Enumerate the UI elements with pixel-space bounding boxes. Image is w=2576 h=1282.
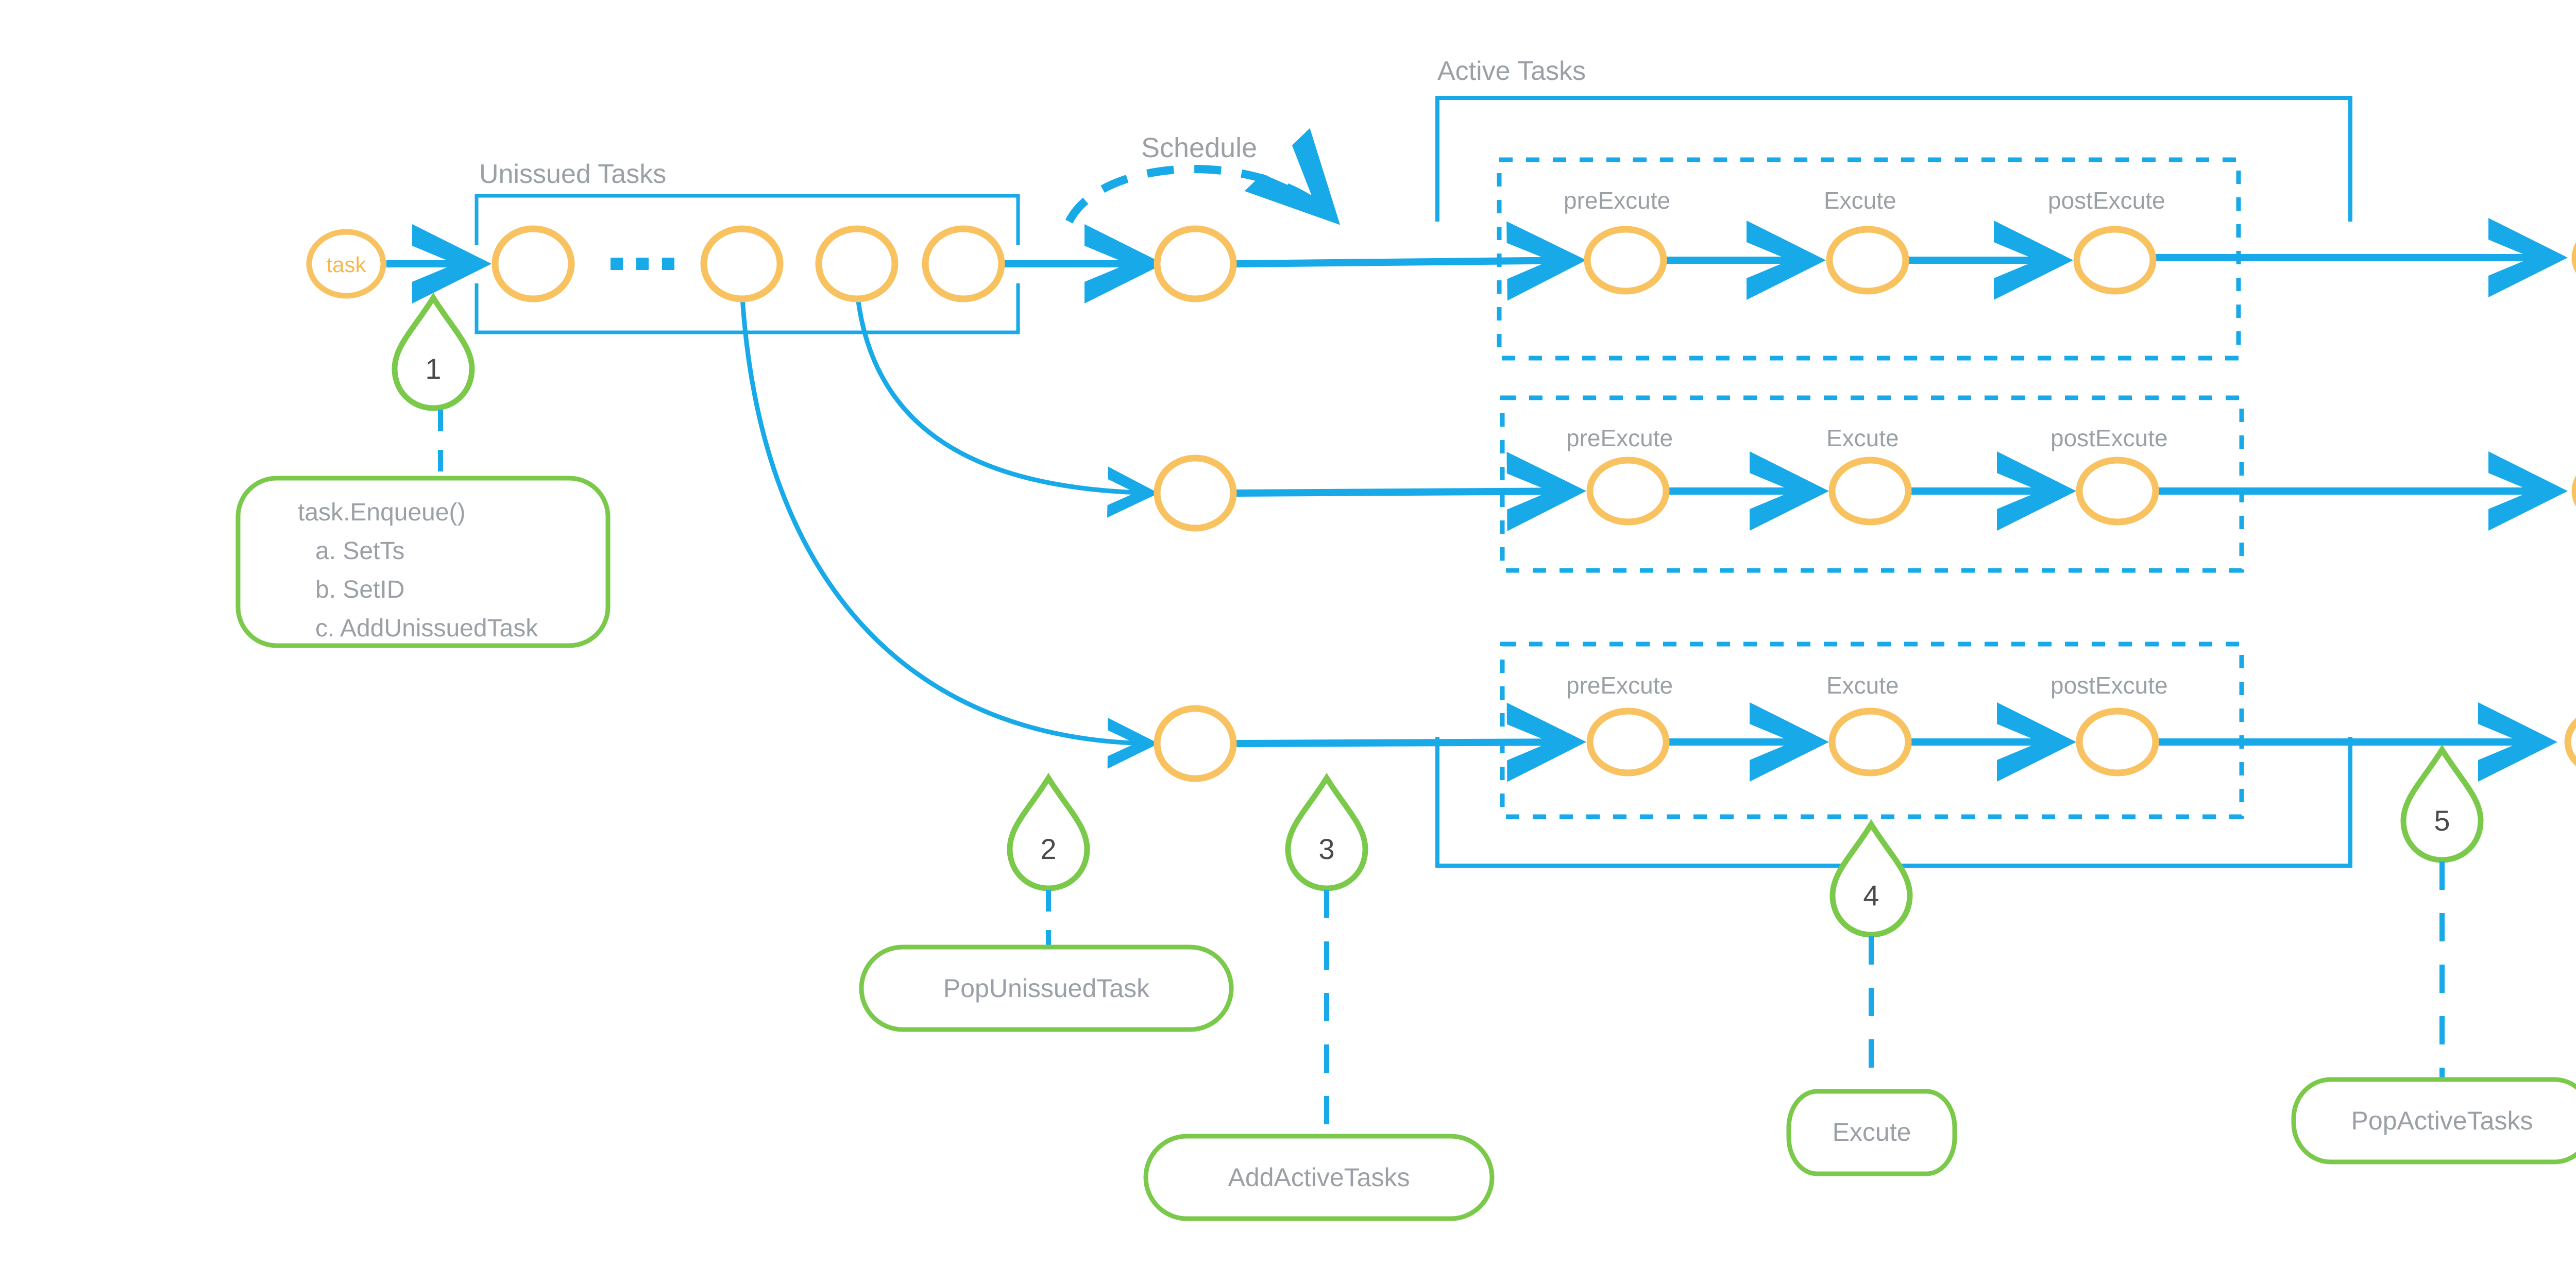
edge-queue-to-row3 xyxy=(739,288,1159,769)
callout-enqueue-box[interactable] xyxy=(235,476,611,648)
node-row1-preexcute[interactable] xyxy=(1584,226,1667,295)
marker-pin-5-number: 5 xyxy=(2434,804,2450,837)
marker-pin-3[interactable]: 3 xyxy=(1285,772,1368,891)
node-row2-excute[interactable] xyxy=(1828,457,1912,526)
marker-pin-5[interactable]: 5 xyxy=(2400,744,2484,863)
label-row1-excute: Excute xyxy=(1824,187,1896,214)
node-row1-excute[interactable] xyxy=(1826,226,1909,295)
marker-pin-3-number: 3 xyxy=(1318,833,1334,865)
node-scheduled-row3[interactable] xyxy=(1154,705,1237,782)
callout-add-active-label: AddActiveTasks xyxy=(1228,1163,1410,1192)
node-row3-excute[interactable] xyxy=(1828,707,1912,777)
callout-excute-box[interactable] xyxy=(1786,1089,1957,1176)
node-unissued-3[interactable] xyxy=(815,225,899,302)
label-row2-postexcute: postExcute xyxy=(2050,425,2168,451)
callout-add-active-box[interactable] xyxy=(1143,1134,1495,1221)
marker-pin-4-number: 4 xyxy=(1863,879,1879,912)
node-row3-preexcute[interactable] xyxy=(1586,707,1670,777)
label-row3-postexcute: postExcute xyxy=(2050,672,2168,699)
label-row2-excute: Excute xyxy=(1826,425,1899,451)
node-row2-preexcute[interactable] xyxy=(1586,457,1670,526)
callout-pop-unissued-box[interactable] xyxy=(859,944,1234,1032)
node-unissued-1[interactable] xyxy=(492,225,575,302)
node-row3-postexcute[interactable] xyxy=(2076,707,2159,777)
callout-pop-active-label: PopActiveTasks xyxy=(2351,1106,2533,1135)
label-row2-preexcute: preExcute xyxy=(1566,425,1673,451)
marker-pin-1[interactable]: 1 xyxy=(392,292,475,411)
row1-stage-box xyxy=(1497,157,2241,361)
callout-enqueue-line-3: c. AddUnissuedTask xyxy=(315,615,538,642)
edge-queue-to-row2 xyxy=(854,288,1159,518)
callout-enqueue-line-2: b. SetID xyxy=(315,576,404,603)
label-row3-excute: Excute xyxy=(1826,672,1899,699)
node-row2-postexcute[interactable] xyxy=(2076,457,2159,526)
callout-enqueue-line-1: a. SetTs xyxy=(315,537,404,565)
marker-pin-2[interactable]: 2 xyxy=(1007,772,1090,891)
node-row1-postexcute[interactable] xyxy=(2073,226,2157,295)
label-schedule: Schedule xyxy=(1141,132,1257,163)
callout-enqueue-line-0: task.Enqueue() xyxy=(298,499,466,526)
node-scheduled-row1[interactable] xyxy=(1154,225,1237,302)
node-unissued-2[interactable] xyxy=(700,225,784,302)
edge-schedule-to-row1 xyxy=(1236,221,1586,301)
edge-row3-in xyxy=(1236,702,1586,782)
node-done-row3[interactable] xyxy=(2564,710,2576,774)
callout-pop-unissued-label: PopUnissuedTask xyxy=(943,974,1150,1003)
callout-pop-active-box[interactable] xyxy=(2291,1077,2576,1165)
marker-pin-1-number: 1 xyxy=(425,352,441,385)
section-title-active-tasks: Active Tasks xyxy=(1437,56,1586,86)
node-unissued-4[interactable] xyxy=(922,225,1005,302)
label-row1-postexcute: postExcute xyxy=(2048,187,2165,214)
label-row3-preexcute: preExcute xyxy=(1566,672,1673,699)
edge-row2-in xyxy=(1236,451,1586,531)
callout-excute-label: Excute xyxy=(1833,1118,1911,1146)
queue-ellipsis-icon xyxy=(611,258,674,270)
node-task-label: task xyxy=(326,252,366,277)
row1-stage-edges xyxy=(1664,218,2568,300)
marker-pin-2-number: 2 xyxy=(1040,833,1056,865)
node-task[interactable] xyxy=(306,229,386,299)
marker-pin-4[interactable]: 4 xyxy=(1829,819,1913,938)
section-title-unissued-tasks: Unissued Tasks xyxy=(479,159,666,189)
label-row1-preexcute: preExcute xyxy=(1564,187,1670,214)
schedule-dashed-arc xyxy=(1065,128,1341,225)
node-scheduled-row2[interactable] xyxy=(1154,454,1237,532)
